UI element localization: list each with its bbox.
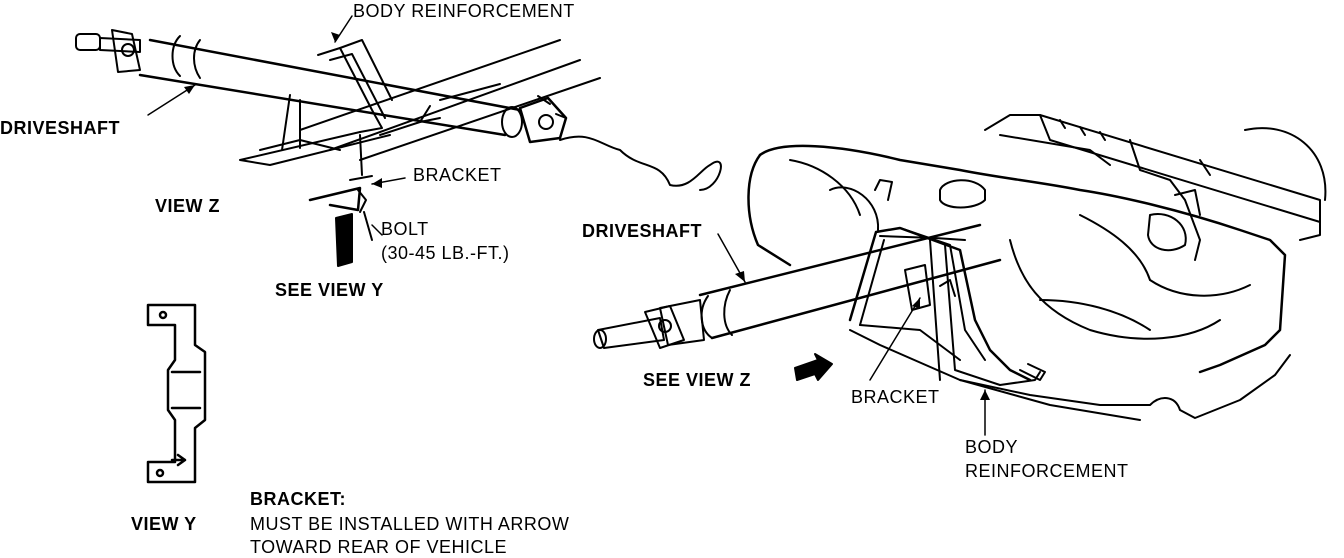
label-view-z: VIEW Z: [155, 196, 220, 216]
body-reinforcement-brace-z: [239, 39, 441, 166]
label-bracket-main: BRACKET: [851, 387, 940, 407]
note-line2: TOWARD REAR OF VEHICLE: [250, 537, 508, 557]
fuel-tank: [747, 144, 1287, 374]
rear-crossmember: [984, 114, 1327, 261]
u-joint-yoke: [518, 95, 568, 144]
label-see-view-z: SEE VIEW Z: [643, 370, 752, 390]
label-view-y: VIEW Y: [131, 514, 197, 534]
note-line1: MUST BE INSTALLED WITH ARROW: [250, 514, 570, 534]
driveshaft-tube-view-z: [75, 29, 523, 138]
main-assembly: [593, 114, 1327, 436]
underbody-outline: [849, 329, 1291, 419]
floor-pan-edge: [559, 135, 722, 191]
label-driveshaft-left: DRIVESHAFT: [0, 118, 121, 138]
label-bracket-view-z: BRACKET: [413, 165, 502, 185]
label-bolt: BOLT: [381, 219, 429, 239]
body-reinforcement-main: [848, 226, 1046, 386]
label-driveshaft-right: DRIVESHAFT: [582, 221, 703, 241]
label-see-view-y: SEE VIEW Y: [275, 280, 384, 300]
label-body-main-line1: BODY: [965, 437, 1019, 457]
label-body-main-line2: REINFORCEMENT: [965, 461, 1129, 481]
view-y-bracket: [146, 303, 207, 484]
see-view-z-arrow: [794, 353, 833, 381]
leader-arrowheads: [184, 32, 990, 400]
note-title: BRACKET:: [250, 489, 346, 509]
label-body-reinforcement-top: BODY REINFORCEMENT: [353, 1, 575, 21]
leader-bolt: [371, 224, 383, 236]
leader-bracket-main: [869, 297, 921, 381]
bracket-view-z: [308, 134, 373, 267]
label-torque: (30-45 LB.-FT.): [381, 243, 510, 263]
